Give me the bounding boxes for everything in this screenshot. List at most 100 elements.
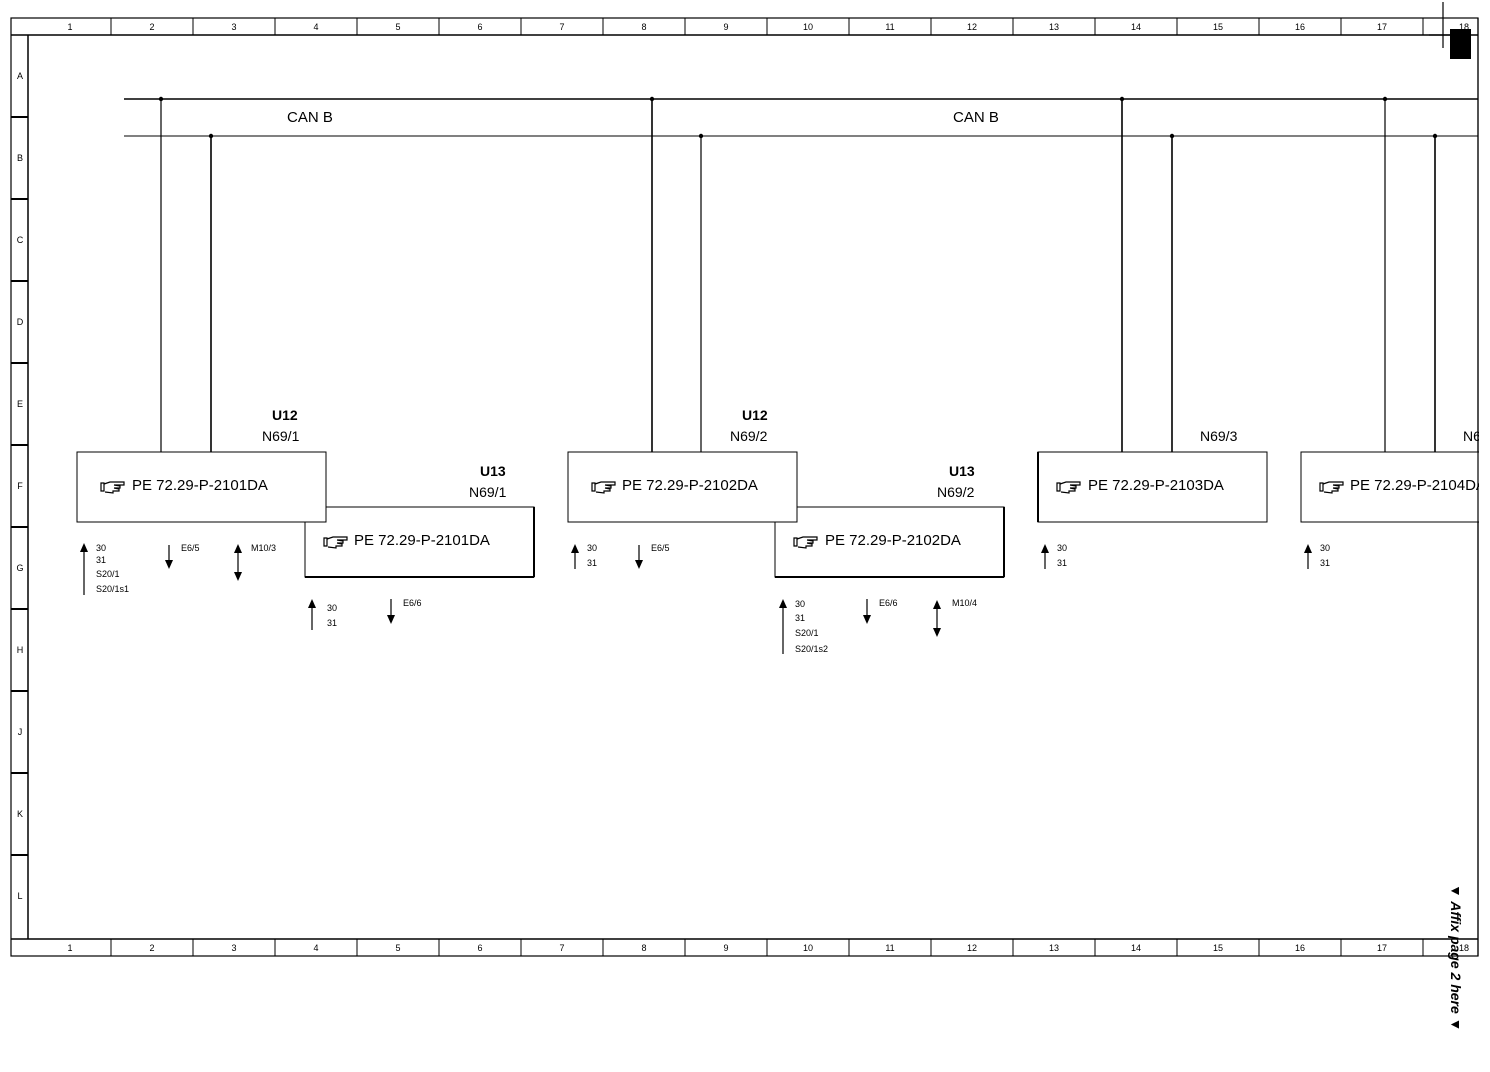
arrow-down-icon bbox=[635, 560, 643, 569]
row-label: H bbox=[17, 645, 24, 655]
node-label: N6 bbox=[1463, 428, 1481, 444]
row-label: A bbox=[17, 71, 23, 81]
col-label: 17 bbox=[1377, 22, 1387, 32]
arrow-up-icon bbox=[234, 544, 242, 553]
svg-text:E6/6: E6/6 bbox=[879, 598, 898, 608]
col-label: 11 bbox=[885, 22, 894, 32]
reference-link[interactable]: PE 72.29-P-2104DA bbox=[1350, 477, 1486, 494]
reference-link[interactable]: PE 72.29-P-2101DA bbox=[354, 532, 490, 549]
row-labels: A B C D E F G H J K L bbox=[16, 71, 23, 901]
svg-text:S20/1s2: S20/1s2 bbox=[795, 644, 828, 654]
col-label: 2 bbox=[149, 943, 154, 953]
pins-module-5: 30 31 bbox=[1041, 543, 1067, 569]
svg-text:E6/5: E6/5 bbox=[651, 543, 670, 553]
module-n69-3[interactable]: N69/3 PE 72.29-P-2103DA bbox=[1037, 428, 1268, 523]
svg-text:31: 31 bbox=[96, 555, 106, 565]
svg-text:30: 30 bbox=[1057, 543, 1067, 553]
reference-link[interactable]: PE 72.29-P-2102DA bbox=[622, 477, 758, 494]
row-label: J bbox=[18, 727, 23, 737]
row-label: F bbox=[17, 481, 23, 491]
row-label: E bbox=[17, 399, 23, 409]
row-label: B bbox=[17, 153, 23, 163]
col-label: 13 bbox=[1049, 22, 1059, 32]
col-label: 7 bbox=[559, 943, 564, 953]
corner-mark bbox=[1450, 29, 1471, 59]
arrow-up-icon bbox=[80, 543, 88, 552]
module-u12-n69-2[interactable]: U12 N69/2 PE 72.29-P-2102DA bbox=[567, 407, 798, 523]
node-label: N69/2 bbox=[730, 428, 768, 444]
col-label: 18 bbox=[1459, 943, 1469, 953]
svg-text:30: 30 bbox=[327, 603, 337, 613]
reference-link[interactable]: PE 72.29-P-2102DA bbox=[825, 532, 961, 549]
svg-text:S20/1: S20/1 bbox=[96, 569, 120, 579]
row-label: D bbox=[17, 317, 24, 327]
col-label: 17 bbox=[1377, 943, 1387, 953]
svg-text:30: 30 bbox=[96, 543, 106, 553]
can-bus: CAN B CAN B bbox=[124, 96, 1478, 453]
node-label: N69/1 bbox=[262, 428, 300, 444]
arrow-up-icon bbox=[571, 544, 579, 553]
svg-text:M10/3: M10/3 bbox=[251, 543, 276, 553]
col-label: 7 bbox=[559, 22, 564, 32]
col-label: 6 bbox=[477, 943, 482, 953]
reference-link[interactable]: PE 72.29-P-2103DA bbox=[1088, 477, 1224, 494]
junction-dot bbox=[1432, 133, 1438, 139]
svg-text:S20/1s1: S20/1s1 bbox=[96, 584, 129, 594]
column-labels-top: 1 2 3 4 5 6 7 8 9 10 11 12 13 14 15 16 1… bbox=[67, 22, 1469, 32]
group-label: U13 bbox=[480, 463, 506, 479]
row-label: C bbox=[17, 235, 24, 245]
svg-text:30: 30 bbox=[1320, 543, 1330, 553]
col-label: 12 bbox=[967, 22, 977, 32]
col-label: 4 bbox=[313, 943, 318, 953]
col-label: 1 bbox=[67, 943, 72, 953]
module-u12-n69-1[interactable]: U12 N69/1 bbox=[262, 407, 300, 444]
module-u12-n69-1-box[interactable]: PE 72.29-P-2101DA bbox=[76, 451, 327, 523]
col-label: 16 bbox=[1295, 943, 1305, 953]
col-label: 4 bbox=[313, 22, 318, 32]
svg-text:31: 31 bbox=[327, 618, 337, 628]
pins-module-6: 30 31 bbox=[1304, 543, 1330, 569]
svg-text:E6/5: E6/5 bbox=[181, 543, 200, 553]
junction-dot bbox=[1382, 96, 1388, 102]
arrow-up-icon bbox=[308, 599, 316, 608]
node-label: N69/3 bbox=[1200, 428, 1238, 444]
column-labels-bottom: 1 2 3 4 5 6 7 8 9 10 11 12 13 14 15 16 1… bbox=[67, 943, 1469, 953]
junction-dot bbox=[698, 133, 704, 139]
arrow-down-icon bbox=[863, 615, 871, 624]
col-label: 9 bbox=[723, 22, 728, 32]
module-n69-4[interactable]: N6 PE 72.29-P-2104DA bbox=[1300, 428, 1490, 523]
col-label: 13 bbox=[1049, 943, 1059, 953]
col-label: 1 bbox=[67, 22, 72, 32]
svg-text:31: 31 bbox=[1057, 558, 1067, 568]
svg-text:31: 31 bbox=[587, 558, 597, 568]
svg-text:M10/4: M10/4 bbox=[952, 598, 977, 608]
col-label: 8 bbox=[641, 22, 646, 32]
col-label: 8 bbox=[641, 943, 646, 953]
col-label: 15 bbox=[1213, 22, 1223, 32]
col-label: 5 bbox=[395, 22, 400, 32]
svg-text:30: 30 bbox=[587, 543, 597, 553]
pins-module-4: 30 31 S20/1 S20/1s2 E6/6 M10/4 bbox=[779, 598, 977, 654]
col-label: 5 bbox=[395, 943, 400, 953]
row-label: L bbox=[17, 891, 22, 901]
col-label: 3 bbox=[231, 22, 236, 32]
junction-dot bbox=[158, 96, 164, 102]
node-label: N69/2 bbox=[937, 484, 975, 500]
col-label: 14 bbox=[1131, 943, 1141, 953]
module-u13-n69-2[interactable]: U13 N69/2 PE 72.29-P-2102DA bbox=[774, 463, 1005, 578]
junction-dot bbox=[1119, 96, 1125, 102]
arrow-up-icon bbox=[933, 600, 941, 609]
module-u13-n69-1[interactable]: U13 N69/1 PE 72.29-P-2101DA bbox=[304, 463, 535, 578]
arrow-up-icon bbox=[1304, 544, 1312, 553]
svg-text:31: 31 bbox=[1320, 558, 1330, 568]
reference-link[interactable]: PE 72.29-P-2101DA bbox=[132, 477, 268, 494]
arrow-down-icon bbox=[234, 572, 242, 581]
col-label: 12 bbox=[967, 943, 977, 953]
junction-dot bbox=[649, 96, 655, 102]
col-label: 11 bbox=[885, 943, 894, 953]
group-label: U12 bbox=[742, 407, 768, 423]
col-label: 10 bbox=[803, 943, 813, 953]
group-label: U12 bbox=[272, 407, 298, 423]
col-label: 18 bbox=[1459, 22, 1469, 32]
